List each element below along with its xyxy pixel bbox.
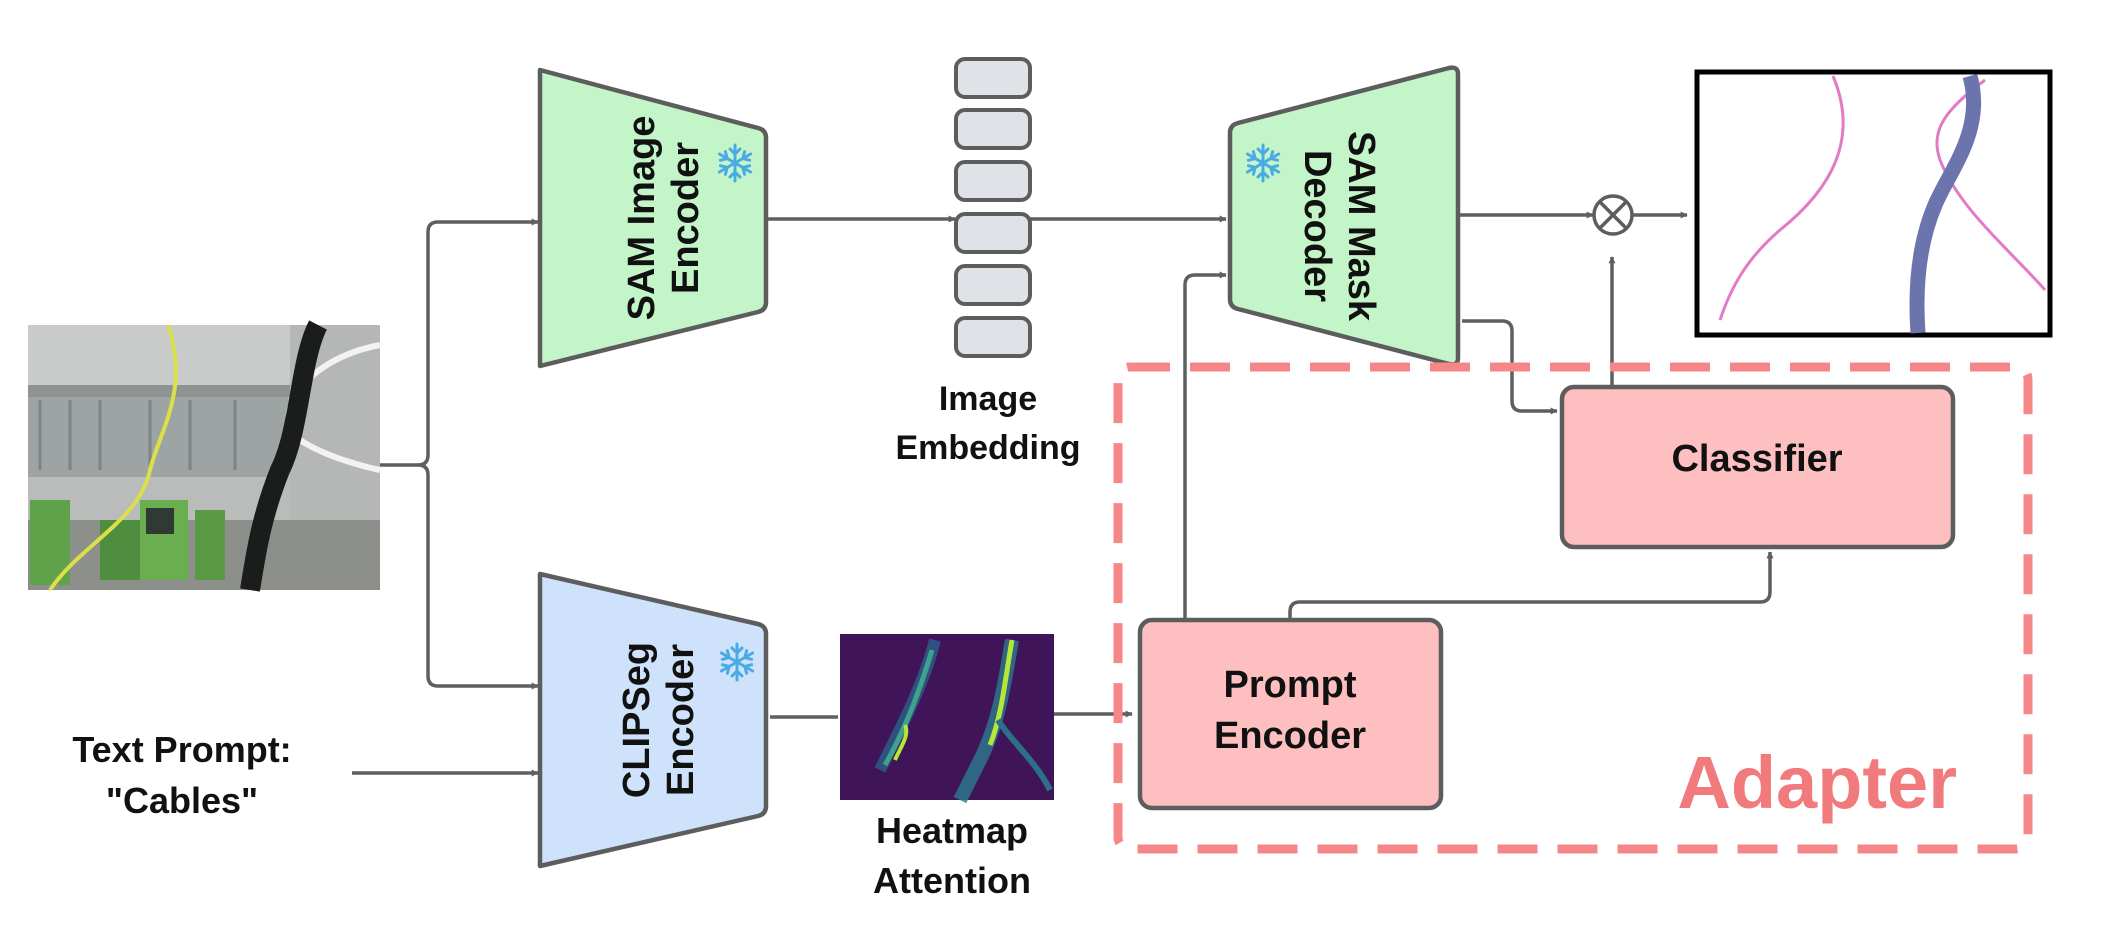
clipseg-encoder: CLIPSeg Encoder — [537, 571, 769, 869]
classifier-label: Classifier — [1671, 438, 1842, 480]
input-image — [28, 320, 381, 592]
adapter-region — [1113, 362, 2033, 854]
sam-mask-decoder-label-line1: SAM Mask — [1340, 131, 1382, 322]
image-embedding-stack — [954, 57, 1032, 358]
connections — [352, 211, 1774, 777]
text-prompt-label-line1: Text Prompt: — [72, 729, 291, 770]
classifier-box — [1559, 384, 1956, 550]
prompt-encoder-box — [1137, 617, 1444, 811]
heatmap-image — [840, 634, 1054, 804]
sam-image-encoder-label-line2: Encoder — [665, 142, 707, 294]
prompt-encoder-label-line2: Encoder — [1214, 715, 1366, 757]
sam-image-encoder-label-line1: SAM Image — [621, 116, 663, 321]
image-embedding-label-line2: Embedding — [895, 429, 1080, 467]
output-mask — [1694, 69, 2053, 338]
heatmap-attention-label-line2: Attention — [873, 860, 1031, 901]
adapter-label: Adapter — [1677, 741, 1957, 824]
clipseg-encoder-label-line2: Encoder — [660, 644, 702, 796]
clipseg-encoder-label-line1: CLIPSeg — [616, 642, 658, 798]
circled-times-icon — [1592, 194, 1634, 236]
sam-mask-decoder: SAM Mask Decoder — [1227, 65, 1461, 367]
sam-mask-decoder-label-line2: Decoder — [1296, 150, 1338, 302]
heatmap-attention-label-line1: Heatmap — [876, 810, 1028, 851]
prompt-encoder-label-line1: Prompt — [1224, 664, 1357, 706]
text-prompt-label-line2: "Cables" — [106, 780, 258, 821]
image-embedding-label-line1: Image — [939, 380, 1037, 418]
sam-image-encoder: SAM Image Encoder — [537, 67, 769, 369]
